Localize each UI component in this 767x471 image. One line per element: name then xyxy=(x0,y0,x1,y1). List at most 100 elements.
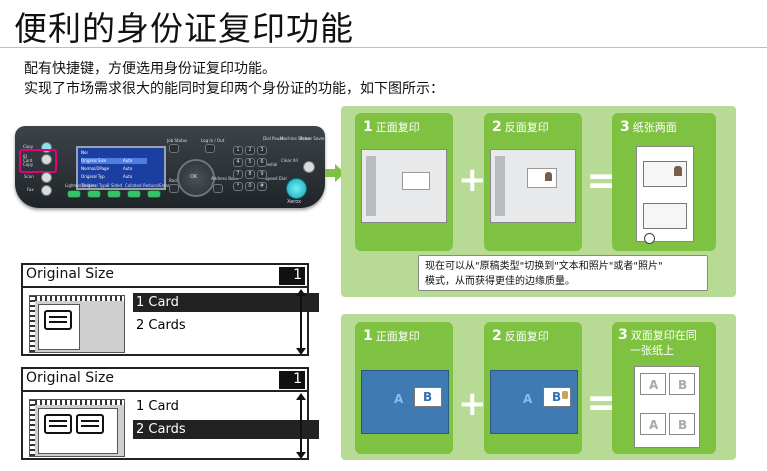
lcd-row-value: Auto xyxy=(123,158,133,163)
dialog-title: Original Size xyxy=(26,370,114,386)
address-book-label: Address Book xyxy=(211,176,239,181)
photo-icon xyxy=(674,166,682,176)
original-type-button[interactable] xyxy=(87,190,101,198)
keypad-key-star[interactable]: * xyxy=(233,182,243,191)
option-2-cards[interactable]: 2 Cards xyxy=(133,420,319,439)
description-line-1: 配有快捷键，方便选用身份证复印功能。 xyxy=(24,61,276,77)
option-label: 1 Card xyxy=(136,295,179,310)
description-line-2: 实现了市场需求很大的能同时复印两个身份证的功能，如下图所示： xyxy=(24,81,444,97)
back-button[interactable] xyxy=(169,184,179,193)
start-button[interactable] xyxy=(286,178,307,199)
step-label: 双面复印在同 xyxy=(630,329,697,342)
id-card-image: B xyxy=(669,373,695,395)
page-number: 1 xyxy=(279,371,305,389)
step-number: 3 xyxy=(618,327,628,343)
scrollbar[interactable] xyxy=(321,291,327,353)
two-sided-button[interactable] xyxy=(107,190,121,198)
lighten-darken-label: Lighten/Darken xyxy=(65,183,96,188)
address-book-button[interactable] xyxy=(213,184,223,193)
dialog-title: Original Size xyxy=(26,266,114,282)
option-1-card[interactable]: 1 Card xyxy=(133,293,319,312)
step-number: 3 xyxy=(620,119,630,135)
step-number: 2 xyxy=(492,119,502,135)
keypad-key-3[interactable]: 3 xyxy=(257,146,267,155)
plus-sign: + xyxy=(458,384,487,424)
back-label: Back xyxy=(169,178,179,183)
navigation-dial[interactable]: OK xyxy=(177,159,215,197)
scan-button[interactable] xyxy=(41,172,52,183)
id-card-copy-highlight xyxy=(19,149,57,173)
step-label: 正面复印 xyxy=(375,121,420,134)
keypad-key-9[interactable]: 9 xyxy=(257,170,267,179)
scanner-glass-image xyxy=(361,149,447,223)
collated-label: Collated xyxy=(125,183,142,188)
log-in-out-button[interactable] xyxy=(205,144,215,153)
paper-output-image xyxy=(636,146,694,242)
keypad-key-8[interactable]: 8 xyxy=(245,170,255,179)
card-b-label: B xyxy=(552,390,562,404)
step-label: 反面复印 xyxy=(504,121,549,134)
keypad-key-1[interactable]: 1 xyxy=(233,146,243,155)
scanner-glass-image: A B xyxy=(490,370,578,434)
keypad-key-0[interactable]: 0 xyxy=(245,182,255,191)
card-placement-image xyxy=(29,295,125,353)
printer-control-panel: Copy ID Card Copy Scan Fax Nor Original … xyxy=(15,126,325,208)
id-card-front-image xyxy=(402,172,430,190)
lighten-darken-button[interactable] xyxy=(67,190,81,198)
keypad-key-5[interactable]: 5 xyxy=(245,158,255,167)
ok-label: OK xyxy=(190,174,198,180)
option-2-cards[interactable]: 2 Cards xyxy=(133,316,319,335)
scrollbar[interactable] xyxy=(321,395,327,457)
keypad-key-hash[interactable]: # xyxy=(257,182,267,191)
original-size-dialog-2cards: Original Size 1 1 Card 2 Cards xyxy=(21,367,319,460)
fax-button[interactable] xyxy=(41,185,52,196)
copy-button[interactable] xyxy=(41,142,52,153)
page-title: 便利的身份证复印功能 xyxy=(14,9,354,48)
keypad-key-7[interactable]: 7 xyxy=(233,170,243,179)
option-label: 2 Cards xyxy=(136,422,186,437)
reduce-enlarge-label: Reduce/Enlarge xyxy=(143,183,175,188)
id-card-icon xyxy=(76,414,104,434)
power-saver-label: Power Saver xyxy=(300,136,325,141)
reduce-enlarge-button[interactable] xyxy=(147,190,161,198)
log-in-out-label: Log In / Out xyxy=(201,138,225,143)
keypad-key-2[interactable]: 2 xyxy=(245,146,255,155)
collated-button[interactable] xyxy=(127,190,141,198)
lcd-row-label: Nor xyxy=(81,150,89,155)
keypad-key-4[interactable]: 4 xyxy=(233,158,243,167)
callout-line-1: 现在可以从"原稿类型"切换到"文本和照片"或者"照片" xyxy=(425,261,663,272)
page-number: 1 xyxy=(279,267,305,285)
step-label: 反面复印 xyxy=(504,330,549,343)
option-label: 2 Cards xyxy=(136,318,186,333)
stop-button[interactable] xyxy=(303,161,315,173)
id-card-image: A xyxy=(640,373,666,395)
keypad-key-6[interactable]: 6 xyxy=(257,158,267,167)
redial-label: Redial xyxy=(265,162,278,167)
arrow-right-icon xyxy=(325,164,345,182)
id-card-copy-button[interactable] xyxy=(41,154,52,165)
job-status-button[interactable] xyxy=(169,144,179,153)
step-label: 纸张两面 xyxy=(632,121,677,134)
callout-line-2: 模式，从而获得更佳的边缘质量。 xyxy=(425,276,575,287)
card-a-label: A xyxy=(649,378,659,392)
option-1-card[interactable]: 1 Card xyxy=(133,397,319,416)
id-card-image: B xyxy=(669,413,695,435)
card-b-label: B xyxy=(678,418,688,432)
scan-label: Scan xyxy=(24,174,34,179)
callout-marker xyxy=(644,233,655,244)
step-number: 1 xyxy=(363,328,373,344)
scanner-glass-image xyxy=(490,149,576,223)
scroll-arrows-icon xyxy=(296,393,306,459)
dial-pause-label: Dial Pause xyxy=(263,136,284,141)
brand-label: Xerox xyxy=(287,199,302,205)
lcd-row-value: Auto xyxy=(123,174,133,179)
fax-label: Fax xyxy=(27,187,34,192)
step-label: 一张纸上 xyxy=(630,344,674,357)
clear-all-label: Clear All xyxy=(281,158,298,163)
